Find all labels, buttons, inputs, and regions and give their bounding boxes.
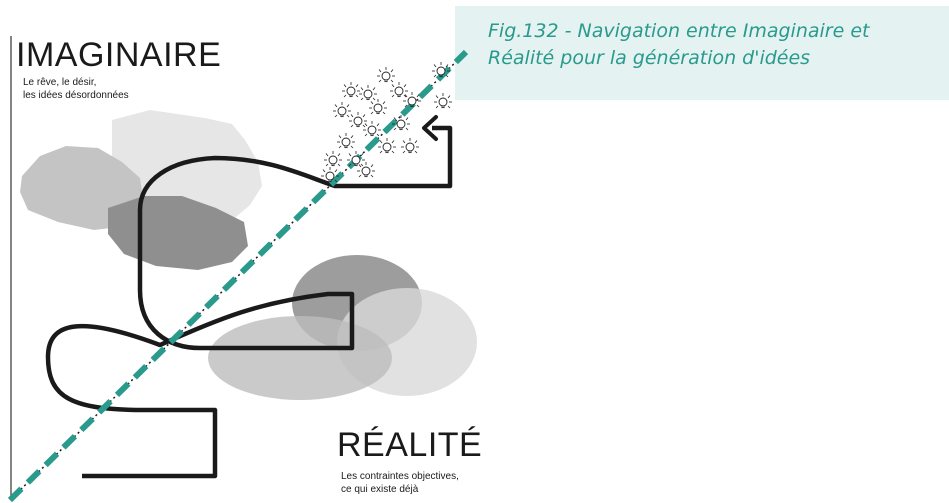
realite-line-1: Les contraintes objectives,: [341, 471, 459, 482]
ellipse-bottom: [208, 316, 392, 400]
lightbulb-icon: [376, 66, 396, 83]
lightbulb-icon: [400, 137, 420, 154]
lightbulb-icon: [332, 101, 352, 118]
lightbulb-icon: [358, 84, 378, 101]
navigation-path: [45, 125, 453, 479]
lightbulb-icon: [348, 111, 368, 128]
realite-description: Les contraintes objectives, ce qui exist…: [341, 470, 459, 496]
imaginaire-title: IMAGINAIRE: [16, 36, 222, 74]
lightbulb-icon: [336, 132, 356, 149]
cloud-dark: [108, 196, 248, 270]
realite-ellipses: [208, 255, 477, 400]
arrowhead-icon: [422, 115, 438, 141]
lightbulb-icon: [377, 137, 397, 154]
lightbulb-icon: [368, 98, 388, 115]
caption-line-2: Réalité pour la génération d'idées: [488, 47, 811, 69]
realite-line-2: ce qui existe déjà: [341, 484, 419, 495]
lightbulb-icon: [323, 150, 343, 167]
lightbulb-icon: [362, 120, 382, 137]
imaginaire-line-1: Le rêve, le désir,: [23, 77, 97, 88]
imaginaire-line-2: les idées désordonnées: [23, 90, 129, 101]
caption-box: [455, 6, 949, 100]
lightbulb-icon: [341, 81, 361, 98]
lightbulb-icon: [433, 92, 453, 109]
caption-line-1: Fig.132 - Navigation entre Imaginaire et: [488, 20, 870, 42]
figure-caption: Fig.132 - Navigation entre Imaginaire et…: [488, 18, 938, 72]
realite-title: RÉALITÉ: [337, 426, 483, 464]
imaginaire-clouds: [20, 110, 262, 270]
lightbulb-icon: [356, 161, 376, 178]
imaginaire-description: Le rêve, le désir, les idées désordonnée…: [23, 76, 129, 102]
separator-dashed: [7, 49, 469, 503]
